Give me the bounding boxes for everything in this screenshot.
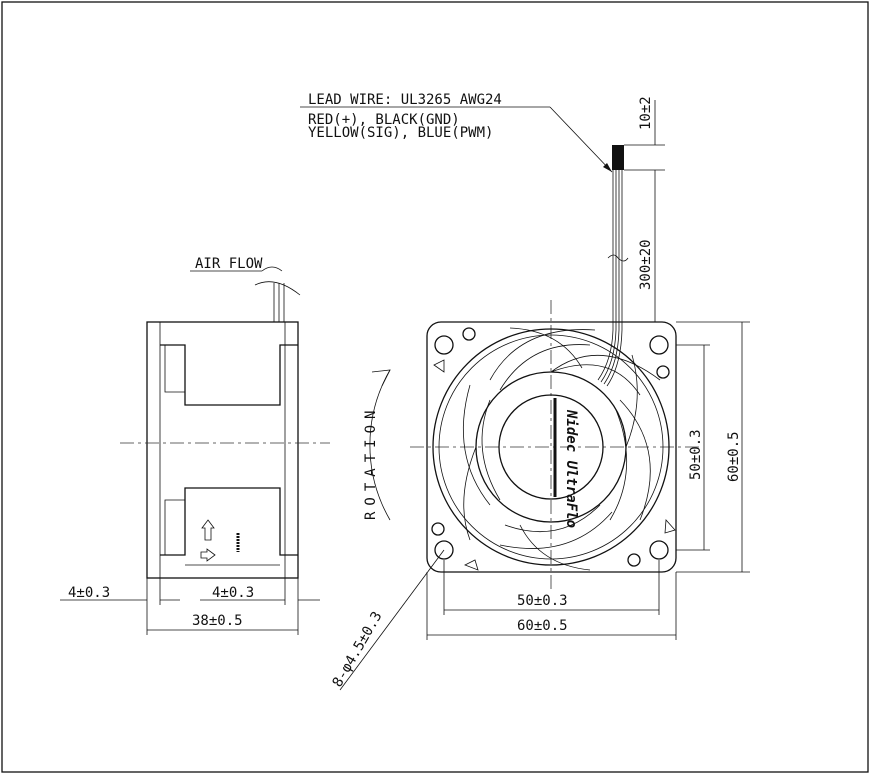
rotation-label: ROTATION (363, 405, 379, 520)
lead-wires (597, 145, 629, 387)
lead-wire-title: LEAD WIRE: UL3265 AWG24 (308, 92, 502, 108)
flange-right-dim: 4±0.3 (212, 585, 254, 601)
air-flow-label: AIR FLOW (195, 256, 263, 272)
hole-pitch-vertical-dim: 50±0.3 (688, 429, 704, 480)
wire-dimensions: 10±2 300±20 (624, 96, 665, 322)
lead-wire-line1: RED(+), BLACK(GND) (308, 112, 460, 128)
frame-height-dim: 60±0.5 (726, 431, 742, 482)
hole-pitch-horizontal-dim: 50±0.3 (517, 593, 568, 609)
flange-left-dim: 4±0.3 (68, 585, 110, 601)
brand-logo: Nidec UltraFlo (563, 409, 579, 528)
fan-blades (462, 327, 661, 571)
side-view: AIR FLOW (120, 256, 330, 579)
lead-length-dim: 300±20 (638, 239, 654, 290)
frame-width-dim: 60±0.5 (517, 618, 568, 634)
side-dimensions: 4±0.3 4±0.3 38±0.5 (60, 578, 320, 635)
front-view: Nidec UltraFlo (410, 300, 700, 590)
mounting-holes-dim: 8-φ4.5±0.3 (330, 609, 386, 690)
rotation-indicator: ROTATION (363, 369, 391, 521)
depth-dim: 38±0.5 (192, 613, 243, 629)
strip-length-dim: 10±2 (638, 96, 654, 130)
lead-wire-note: LEAD WIRE: UL3265 AWG24 RED(+), BLACK(GN… (300, 92, 613, 173)
lead-wire-line2: YELLOW(SIG), BLUE(PWM) (308, 125, 493, 141)
front-dimensions: 50±0.3 60±0.5 50±0.3 60±0.5 8-φ4.5±0.3 (330, 321, 750, 691)
